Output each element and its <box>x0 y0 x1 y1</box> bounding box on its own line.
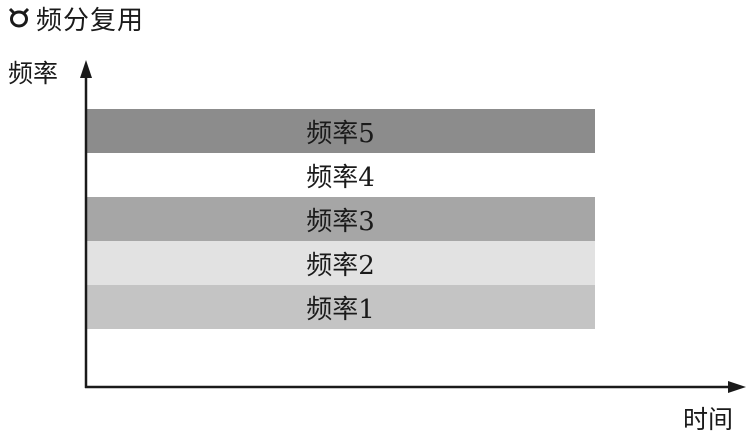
band-label: 频率3 <box>306 206 375 237</box>
y-axis-label: 频率 <box>8 59 59 88</box>
band-label: 频率4 <box>306 162 375 193</box>
band-frequency-5: 频率5 <box>86 109 595 153</box>
band-frequency-4: 频率4 <box>86 153 595 197</box>
y-axis-arrow <box>80 60 92 78</box>
band-frequency-1: 频率1 <box>86 285 595 329</box>
x-axis-arrow <box>728 381 746 393</box>
title-text: 频分复用 <box>36 5 145 36</box>
band-label: 频率1 <box>306 294 375 325</box>
band-frequency-3: 频率3 <box>86 197 595 241</box>
band-label: 频率2 <box>306 250 375 281</box>
band-label: 频率5 <box>306 118 375 149</box>
x-axis-label: 时间 <box>683 405 734 434</box>
diagram-title: 频分复用 <box>8 2 145 36</box>
band-frequency-2: 频率2 <box>86 241 595 285</box>
multiplexing-symbol-icon <box>8 7 30 28</box>
